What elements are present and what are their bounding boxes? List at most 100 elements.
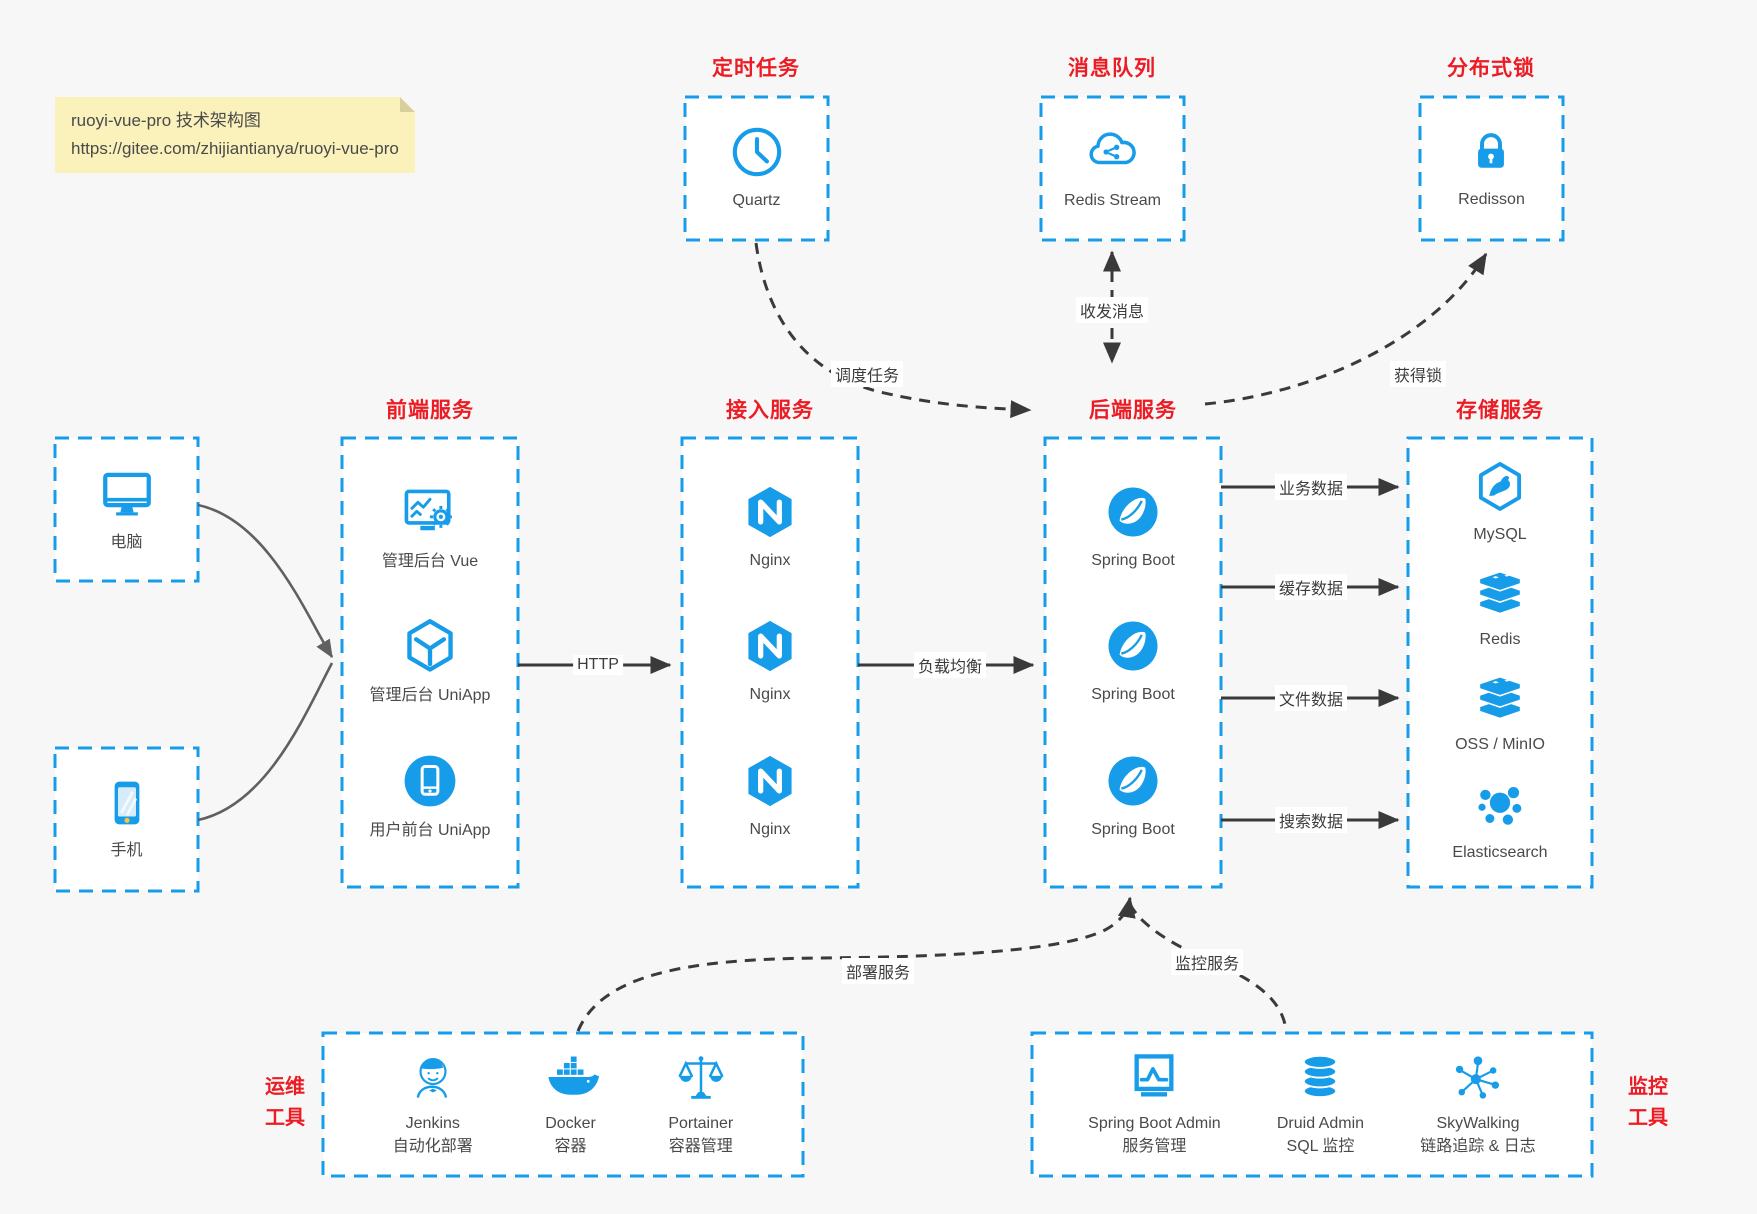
phone-to-frontend-arrow	[197, 662, 334, 822]
lock-icon	[1464, 125, 1518, 179]
phone-icon	[100, 776, 154, 830]
note-url[interactable]: https://gitee.com/zhijiantianya/ruoyi-vu…	[71, 139, 399, 159]
queue-title: 消息队列	[1068, 57, 1156, 80]
schedule-task-arrow	[754, 242, 1032, 419]
nginx-label-2: Nginx	[749, 686, 791, 704]
scheduler-title: 定时任务	[712, 57, 800, 80]
ops-side-label-line1: 运维	[265, 1076, 305, 1098]
springboot-node-3: Spring Boot	[1091, 753, 1175, 841]
jenkins-icon	[407, 1051, 459, 1103]
docker-desc: 容器	[554, 1138, 587, 1155]
cloud-stream-icon	[1084, 124, 1140, 180]
admin-vue-label: 管理后台 Vue	[381, 552, 479, 570]
mysql-label: MySQL	[1473, 526, 1527, 544]
springboot-node-2: Spring Boot	[1091, 618, 1175, 706]
portainer-label: Portainer 容器管理	[668, 1112, 733, 1158]
jenkins-name: Jenkins	[405, 1114, 460, 1132]
storage-title: 存储服务	[1456, 399, 1544, 422]
frontend-title: 前端服务	[386, 399, 474, 422]
lock-box-outline	[1418, 95, 1565, 242]
mysql-node: MySQL	[1473, 460, 1527, 546]
scheduler-box: Quartz	[685, 97, 828, 240]
jenkins-label: Jenkins 自动化部署	[393, 1112, 473, 1158]
lock-box: Redisson	[1420, 97, 1563, 240]
portainer-node: Portainer 容器管理	[668, 1051, 733, 1158]
queue-box-outline	[1039, 95, 1186, 242]
spring-boot-admin-desc: 服务管理	[1122, 1138, 1187, 1155]
search-data-edge-label: 搜索数据	[1274, 807, 1348, 833]
nginx-label-1: Nginx	[749, 552, 791, 570]
queue-box: Redis Stream	[1041, 97, 1184, 240]
sticky-note: ruoyi-vue-pro 技术架构图 https://gitee.com/zh…	[55, 97, 415, 174]
elasticsearch-icon	[1473, 778, 1527, 832]
spring-boot-icon	[1105, 618, 1161, 674]
messages-edge-label: 收发消息	[1075, 297, 1149, 323]
ops-side-label-line2: 工具	[265, 1107, 305, 1129]
schedule-edge-label: 调度任务	[830, 361, 904, 387]
spring-boot-admin-name: Spring Boot Admin	[1088, 1114, 1221, 1132]
object-storage-icon	[1474, 674, 1526, 724]
user-uniapp-node: 用户前台 UniApp	[369, 752, 491, 842]
redisson-node: Redisson	[1458, 125, 1525, 211]
phone-node: 手机	[100, 776, 154, 862]
oss-minio-node: OSS / MinIO	[1455, 674, 1545, 756]
computer-icon	[98, 464, 156, 522]
backend-title: 后端服务	[1089, 399, 1177, 422]
springboot-label-2: Spring Boot	[1091, 686, 1175, 704]
docker-node: Docker 容器	[543, 1051, 599, 1158]
lock-title: 分布式锁	[1447, 57, 1535, 80]
admin-uniapp-node: 管理后台 UniApp	[369, 617, 491, 707]
nginx-icon	[742, 484, 798, 540]
scheduler-box-outline	[683, 95, 830, 242]
portainer-scales-icon	[675, 1051, 727, 1103]
skywalking-node: SkyWalking 链路追踪 & 日志	[1420, 1051, 1536, 1158]
jenkins-node: Jenkins 自动化部署	[393, 1051, 473, 1158]
docker-icon	[543, 1051, 599, 1103]
nginx-node-2: Nginx	[742, 618, 798, 706]
monitoring-side-label-line2: 工具	[1628, 1107, 1668, 1129]
deploy-service-arrow	[576, 896, 1136, 1032]
springboot-node-1: Spring Boot	[1091, 484, 1175, 572]
monitoring-box: Spring Boot Admin 服务管理 Druid Admin SQL 监…	[1032, 1033, 1592, 1176]
nginx-icon	[742, 618, 798, 674]
mysql-icon	[1473, 460, 1527, 514]
redis-label: Redis	[1479, 631, 1521, 649]
file-data-edge-label: 文件数据	[1274, 685, 1348, 711]
clock-icon	[729, 124, 785, 180]
quartz-label: Quartz	[732, 192, 781, 210]
monitoring-side-label-line1: 监控	[1628, 1076, 1668, 1098]
phone-box: 手机	[55, 748, 198, 891]
uniapp-user-icon	[401, 752, 459, 810]
springboot-label-1: Spring Boot	[1091, 552, 1175, 570]
uniapp-hexagon-icon	[401, 617, 459, 675]
druid-admin-node: Druid Admin SQL 监控	[1277, 1051, 1364, 1158]
druid-admin-name: Druid Admin	[1276, 1114, 1365, 1132]
elasticsearch-node: Elasticsearch	[1452, 778, 1548, 864]
acquire-lock-edge-label: 获得锁	[1389, 361, 1447, 387]
portainer-desc: 容器管理	[668, 1138, 733, 1155]
computer-node: 电脑	[98, 464, 156, 554]
springboot-label-3: Spring Boot	[1091, 820, 1175, 838]
computer-label: 电脑	[110, 534, 143, 552]
ops-box-outline	[321, 1031, 805, 1178]
computer-to-frontend-arrow	[197, 503, 334, 659]
nginx-node-3: Nginx	[742, 753, 798, 841]
spring-boot-icon	[1105, 753, 1161, 809]
skywalking-network-icon	[1452, 1051, 1504, 1103]
jenkins-desc: 自动化部署	[392, 1138, 473, 1155]
admin-uniapp-label: 管理后台 UniApp	[369, 687, 491, 705]
user-uniapp-label: 用户前台 UniApp	[369, 822, 491, 840]
skywalking-name: SkyWalking	[1436, 1114, 1520, 1132]
redis-node: Redis	[1474, 569, 1526, 651]
load-balance-edge-label: 负载均衡	[913, 652, 987, 678]
docker-label: Docker 容器	[545, 1112, 596, 1158]
admin-vue-icon	[401, 483, 459, 541]
computer-box: 电脑	[55, 438, 198, 581]
database-icon	[1294, 1051, 1346, 1103]
spring-boot-admin-label: Spring Boot Admin 服务管理	[1088, 1112, 1221, 1158]
redis-stream-label: Redis Stream	[1064, 192, 1161, 210]
skywalking-desc: 链路追踪 & 日志	[1420, 1138, 1536, 1155]
skywalking-label: SkyWalking 链路追踪 & 日志	[1420, 1112, 1536, 1158]
